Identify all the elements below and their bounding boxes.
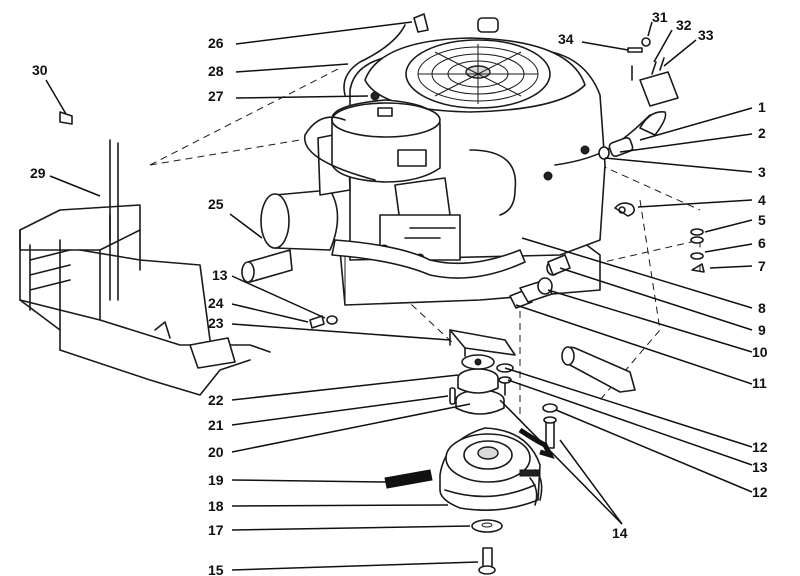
callout-4: 4: [758, 192, 766, 208]
callout-3: 3: [758, 164, 766, 180]
clutch-bracket: [449, 329, 516, 357]
clutch-bolt: [478, 547, 496, 575]
callout-22: 22: [208, 392, 224, 408]
callout-28: 28: [208, 63, 224, 79]
callout-27: 27: [208, 88, 224, 104]
callout-21: 21: [208, 417, 224, 433]
callout-24: 24: [208, 295, 224, 311]
callout-30: 30: [32, 62, 48, 78]
callout-15: 15: [208, 562, 224, 576]
callout-20: 20: [208, 444, 224, 460]
terminal-hardware: [614, 202, 705, 273]
callout-26: 26: [208, 35, 224, 51]
callout-6: 6: [758, 235, 766, 251]
woodruff-key: [449, 387, 456, 405]
callout-17: 17: [208, 522, 224, 538]
muffler: [241, 131, 351, 283]
callout-12b: 12: [752, 484, 768, 500]
leader-lines: [45, 21, 753, 571]
engine-block: [349, 17, 606, 261]
callout-9: 9: [758, 322, 766, 338]
air-cleaner: [331, 99, 441, 183]
callout-29: 29: [30, 165, 46, 181]
callout-25: 25: [208, 196, 224, 212]
callout-14: 14: [612, 525, 628, 541]
handle-grip: [561, 346, 636, 393]
callout-13b: 13: [752, 459, 768, 475]
callout-18: 18: [208, 498, 224, 514]
callout-19: 19: [208, 472, 224, 488]
callout-33: 33: [698, 27, 714, 43]
bolt-right: [542, 403, 558, 449]
exhaust-pipe: [331, 239, 526, 279]
mounting-frame: [19, 111, 271, 396]
bolt-washer-small: [309, 315, 338, 329]
callout-31: 31: [652, 9, 668, 25]
callout-34: 34: [558, 31, 574, 47]
control-cables: [304, 24, 517, 216]
callout-2: 2: [758, 125, 766, 141]
callout-1: 1: [758, 99, 766, 115]
callout-32: 32: [676, 17, 692, 33]
callout-11: 11: [752, 375, 767, 391]
callout-labels: 1 2 3 4 5 6 7 8 9 10 11 12 12 13 13 14 1…: [30, 9, 768, 576]
callout-7: 7: [758, 258, 766, 274]
fuel-line-assembly: [554, 111, 667, 166]
callout-5: 5: [758, 212, 766, 228]
callout-8: 8: [758, 300, 766, 316]
callout-10: 10: [752, 344, 768, 360]
callout-13a: 13: [212, 267, 228, 283]
clutch-washer: [471, 519, 503, 533]
callout-23: 23: [208, 315, 224, 331]
cable-clamp: [413, 13, 429, 33]
starter-solenoid: [627, 37, 679, 107]
callout-12a: 12: [752, 439, 768, 455]
electric-pto-clutch: [439, 427, 543, 512]
